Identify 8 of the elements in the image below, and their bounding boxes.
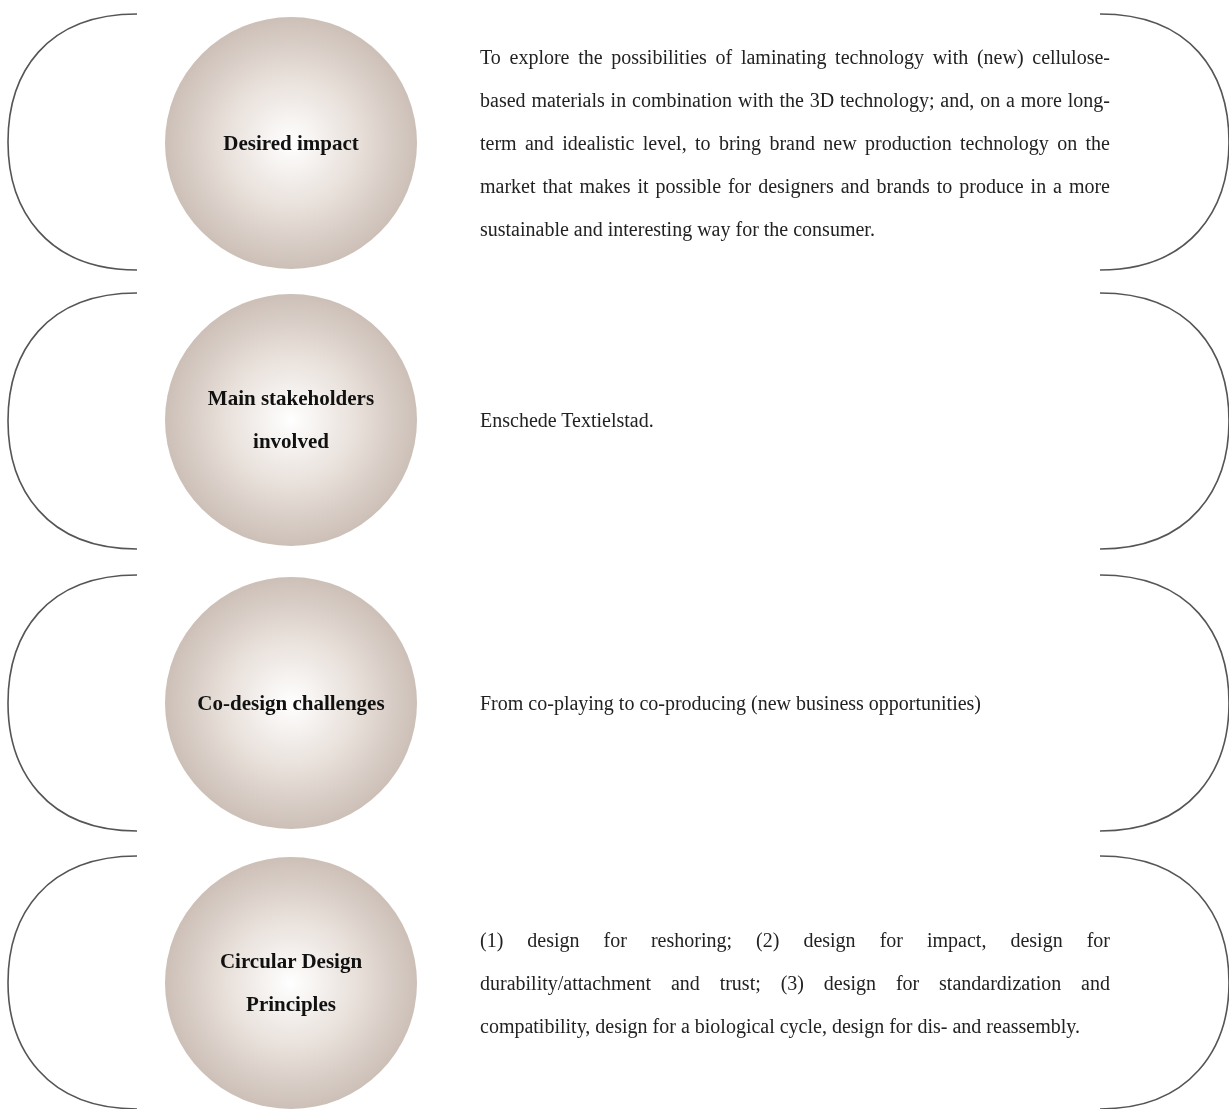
circle-heading: Main stakeholders involved	[206, 385, 376, 455]
circle-heading: Co-design challenges	[196, 689, 386, 717]
description-text: Enschede Textielstad.	[480, 407, 655, 433]
description-text: From co-playing to co-producing (new business opportunities)	[480, 690, 983, 717]
circle-heading: Circular Design Principles	[218, 948, 364, 1018]
description-text: (1) design for reshoring; (2) design for impact, design for durability/attachment and trust; (3) design for standardization and compatibility, design for a biological cycle, design for dis- and reassembly.	[480, 927, 1110, 1040]
circle-heading: Desired impact	[222, 129, 360, 157]
description-text: To explore the possibilities of laminating technology with (new) cellulose-based materials in combination with the 3D technology; and, on a more long-term and idealistic level, to bring brand new production technology on the market that makes it possible for designers and brands to produce in a more sustainable and interesting way for the consumer.	[480, 44, 1110, 243]
